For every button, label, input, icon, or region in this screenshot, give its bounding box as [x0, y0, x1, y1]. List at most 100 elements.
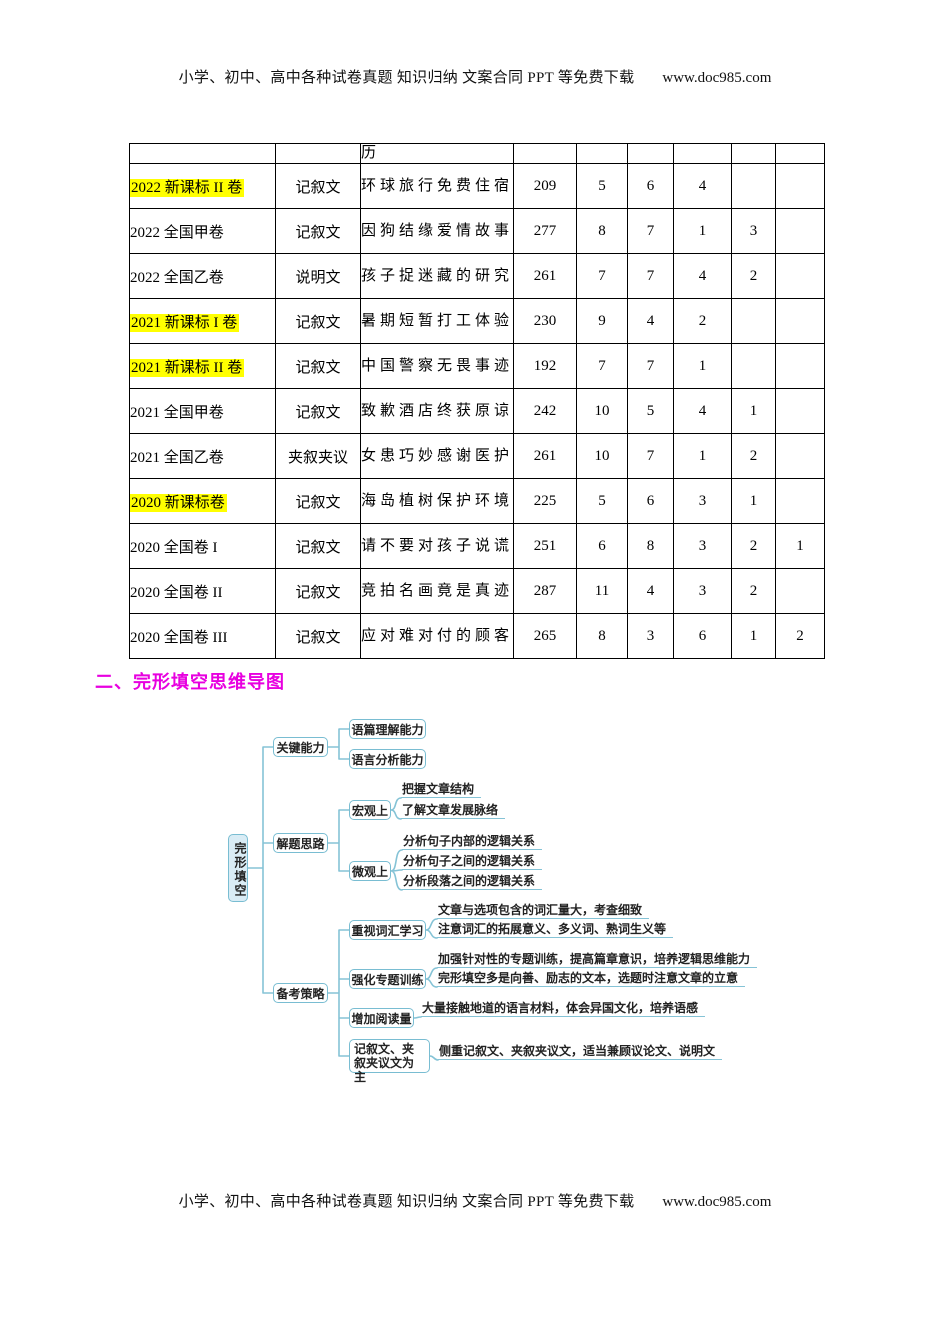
exam-cell: 2022 全国甲卷 [129, 208, 276, 254]
mindmap: 完形填空 关键能力 解题思路 备考策略 语篇理解能力 语言分析能力 宏观上 微观… [220, 700, 780, 1110]
topic-cell: 历 [360, 143, 514, 164]
footer-text: 小学、初中、高中各种试卷真题 知识归纳 文案合同 PPT 等免费下载 [178, 1194, 635, 1210]
exam-cell: 2022 全国乙卷 [129, 253, 276, 299]
num-cell: 4 [627, 298, 674, 344]
num-cell: 192 [513, 343, 577, 389]
num-cell: 6 [673, 613, 732, 659]
num-cell: 261 [513, 433, 577, 479]
mindmap-branch-strategy: 备考策略 [273, 983, 328, 1003]
mindmap-leaf: 了解文章发展脉络 [401, 803, 506, 819]
mindmap-node-micro: 微观上 [349, 861, 391, 881]
exam-label-highlighted: 2021 新课标 II 卷 [130, 358, 245, 377]
num-cell [576, 143, 628, 164]
mindmap-leaf: 把握文章结构 [401, 782, 482, 798]
topic-cell: 孩子捉迷藏的研究 [360, 253, 514, 299]
num-cell [775, 143, 825, 164]
exam-label: 2022 全国乙卷 [130, 269, 224, 286]
header-url: www.doc985.com [662, 70, 772, 86]
mindmap-branch-solving: 解题思路 [273, 833, 328, 853]
genre-cell: 记叙文 [275, 208, 361, 254]
exam-cell: 2020 全国卷 III [129, 613, 276, 659]
num-cell: 6 [627, 163, 674, 209]
connector-training-leaves [425, 967, 438, 988]
connector-macro-leaves [390, 797, 402, 820]
num-cell: 5 [627, 388, 674, 434]
num-cell: 1 [673, 343, 732, 389]
num-cell [775, 478, 825, 524]
num-cell [775, 388, 825, 434]
num-cell: 209 [513, 163, 577, 209]
num-cell: 2 [731, 523, 776, 569]
mindmap-node-genre-focus: 记叙文、夹叙夹议文为主 [349, 1039, 430, 1084]
topic-cell: 暑期短暂打工体验 [360, 298, 514, 344]
num-cell [775, 298, 825, 344]
num-cell [627, 143, 674, 164]
num-cell: 7 [627, 343, 674, 389]
genre-cell: 记叙文 [275, 478, 361, 524]
genre-cell: 夹叙夹议 [275, 433, 361, 479]
num-cell: 1 [673, 208, 732, 254]
exam-cell: 2022 新课标 II 卷 [129, 163, 276, 209]
connector-reading-leaf [413, 1016, 422, 1019]
num-cell: 3 [731, 208, 776, 254]
mindmap-node-macro: 宏观上 [349, 800, 391, 820]
exam-cell: 2020 全国卷 I [129, 523, 276, 569]
num-cell: 1 [775, 523, 825, 569]
exam-cell: 2020 全国卷 II [129, 568, 276, 614]
mindmap-node-language-analysis: 语言分析能力 [349, 749, 426, 769]
num-cell: 1 [673, 433, 732, 479]
exam-label: 2022 全国甲卷 [130, 224, 224, 241]
exam-cell [129, 143, 276, 164]
topic-cell: 环球旅行免费住宿 [360, 163, 514, 209]
num-cell: 225 [513, 478, 577, 524]
num-cell: 251 [513, 523, 577, 569]
num-cell: 277 [513, 208, 577, 254]
num-cell: 230 [513, 298, 577, 344]
num-cell [775, 343, 825, 389]
num-cell: 2 [775, 613, 825, 659]
topic-cell: 致歉酒店终获原谅 [360, 388, 514, 434]
num-cell: 2 [731, 253, 776, 299]
num-cell: 5 [576, 478, 628, 524]
num-cell: 5 [576, 163, 628, 209]
exam-label: 2020 全国卷 III [130, 629, 228, 646]
mindmap-leaf: 分析段落之间的逻辑关系 [402, 874, 543, 890]
num-cell: 10 [576, 433, 628, 479]
num-cell [731, 298, 776, 344]
num-cell: 261 [513, 253, 577, 299]
num-cell: 1 [731, 388, 776, 434]
topic-cell: 请不要对孩子说谎 [360, 523, 514, 569]
mindmap-leaf: 文章与选项包含的词汇量大，考查细致 [437, 903, 650, 919]
exam-label: 2020 全国卷 I [130, 539, 218, 556]
exam-label: 2021 全国甲卷 [130, 404, 224, 421]
mindmap-leaf: 加强针对性的专题训练，提高篇章意识，培养逻辑思维能力 [437, 952, 758, 968]
num-cell: 4 [673, 253, 732, 299]
mindmap-leaf: 分析句子之间的逻辑关系 [402, 854, 543, 870]
genre-cell: 记叙文 [275, 163, 361, 209]
exam-cell: 2021 全国甲卷 [129, 388, 276, 434]
num-cell: 8 [627, 523, 674, 569]
topic-cell: 应对难对付的顾客 [360, 613, 514, 659]
exam-label: 2021 全国乙卷 [130, 449, 224, 466]
table-row-partial: 历 [129, 143, 825, 164]
num-cell: 242 [513, 388, 577, 434]
num-cell: 3 [673, 478, 732, 524]
genre-cell: 记叙文 [275, 568, 361, 614]
num-cell: 2 [673, 298, 732, 344]
mindmap-root-node: 完形填空 [228, 834, 248, 902]
num-cell: 7 [627, 208, 674, 254]
mindmap-node-more-reading: 增加阅读量 [349, 1008, 414, 1028]
genre-cell [275, 143, 361, 164]
connector-genre-leaf [429, 1055, 439, 1061]
section-title: 二、完形填空思维导图 [95, 672, 285, 692]
genre-cell: 记叙文 [275, 298, 361, 344]
